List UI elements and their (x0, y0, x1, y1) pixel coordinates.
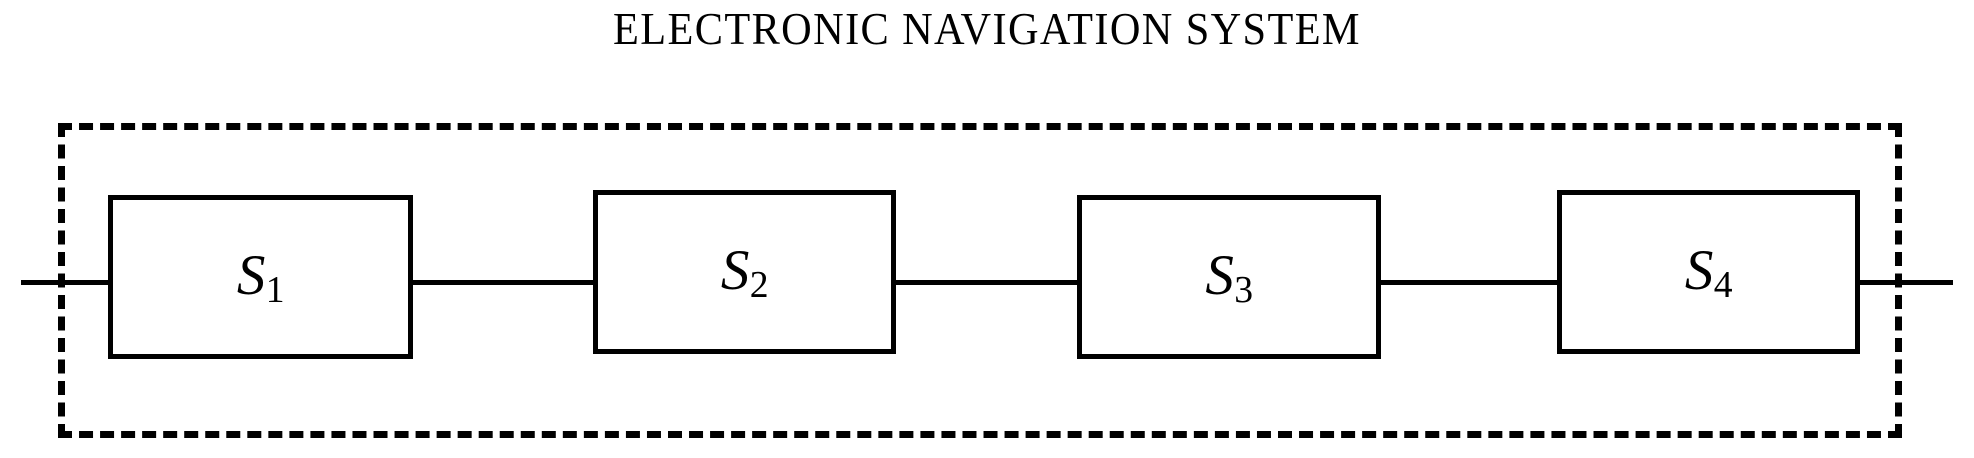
wire-s2-s3 (893, 280, 1080, 285)
block-s2[interactable]: S2 (593, 190, 896, 354)
input-wire (21, 280, 113, 285)
block-s4-label: S4 (1684, 238, 1733, 306)
page-title: ELECTRONIC NAVIGATION SYSTEM (613, 3, 1361, 54)
wire-s1-s2 (410, 280, 596, 285)
block-s1[interactable]: S1 (108, 195, 413, 359)
block-s3-label: S3 (1205, 243, 1254, 311)
output-wire (1857, 280, 1953, 285)
wire-s3-s4 (1378, 280, 1560, 285)
block-s1-label: S1 (236, 243, 285, 311)
block-s4[interactable]: S4 (1557, 190, 1860, 354)
block-s2-label: S2 (720, 238, 769, 306)
block-s3[interactable]: S3 (1077, 195, 1381, 359)
